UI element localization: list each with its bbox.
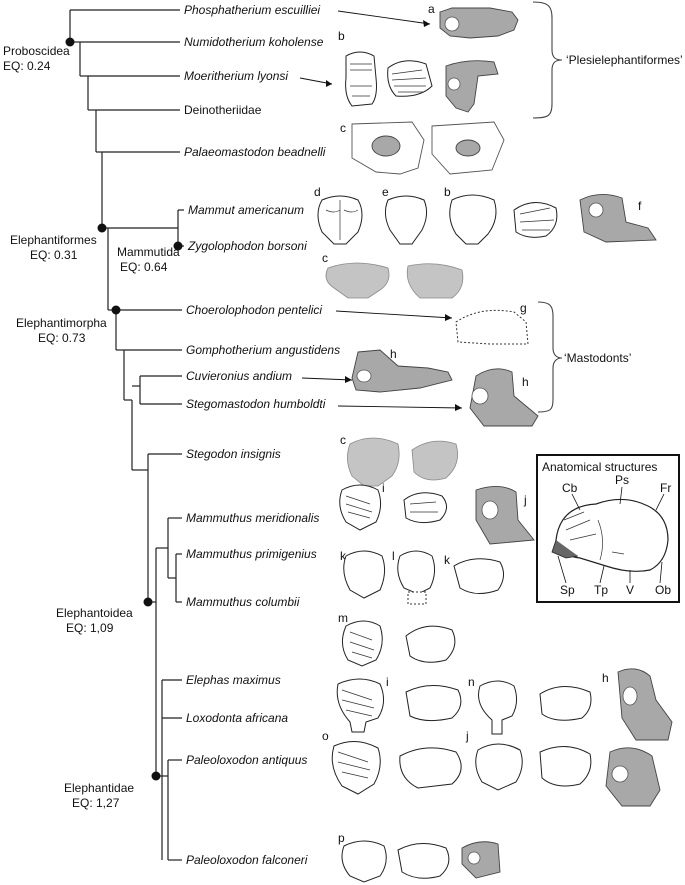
- panel-letter-b2: b: [444, 185, 451, 199]
- anatomy-label-ob: Ob: [655, 583, 671, 597]
- illustration-paleoloxodon-falconeri: p: [338, 831, 501, 883]
- illustration-mammuthus-meridionalis: i j: [339, 481, 535, 545]
- panel-letter-i2: i: [386, 675, 389, 689]
- clade-mammutida-eq: EQ: 0.64: [120, 260, 168, 274]
- clade-elephantoidea-eq: EQ: 1,09: [66, 621, 114, 635]
- taxon-label: Stegodon insignis: [186, 447, 281, 461]
- illustration-paleoloxodon-antiquus: o j: [322, 729, 661, 807]
- illustration-elephas: i n h: [336, 668, 673, 741]
- node-elephantidae: [151, 771, 161, 781]
- anatomy-label-tp: Tp: [594, 583, 608, 597]
- panel-letter-k2: k: [444, 553, 451, 567]
- taxon-label: Deinotheriidae: [184, 103, 262, 117]
- clade-elephantimorpha-name: Elephantimorpha: [16, 316, 107, 330]
- panel-letter-h: h: [390, 347, 397, 361]
- illustration-stegodon: c: [340, 433, 459, 487]
- illustration-c-1: c: [340, 121, 505, 175]
- taxon-label: Stegomastodon humboldti: [186, 397, 326, 411]
- mastodonts-brace: [537, 301, 563, 413]
- anatomical-structures-box: Anatomical structures Cb Ps Fr Sp Tp V O…: [536, 454, 680, 603]
- panel-letter-j2: j: [465, 729, 469, 743]
- clade-elephantiformes-name: Elephantiformes: [10, 233, 97, 247]
- taxon-label: Mammuthus meridionalis: [186, 511, 319, 525]
- taxon-label: Phosphatherium escuilliei: [184, 3, 320, 17]
- node-elephantoidea: [143, 597, 153, 607]
- clade-proboscidea-name: Proboscidea: [3, 44, 70, 58]
- illustration-cuvieronius: h: [351, 347, 453, 393]
- illustration-mammuthus-primigenius: k l k: [340, 549, 504, 605]
- taxon-label: Mammuthus primigenius: [186, 547, 317, 561]
- taxon-label: Gomphotherium angustidens: [186, 343, 340, 357]
- clade-elephantiformes-eq: EQ: 0.31: [30, 248, 78, 262]
- panel-letter-j: j: [523, 493, 527, 507]
- panel-letter-c3: c: [340, 433, 346, 447]
- panel-letter-l: l: [392, 549, 395, 563]
- taxon-label: Moeritherium lyonsi: [184, 69, 288, 83]
- pointer-arrows: [299, 10, 463, 411]
- plesielephantiformes-brace: [532, 1, 563, 119]
- panel-letter-m: m: [338, 611, 348, 625]
- panel-letter-c: c: [340, 121, 346, 135]
- clade-elephantoidea-name: Elephantoidea: [56, 606, 133, 620]
- mastodonts-label: ‘Mastodonts’: [564, 351, 631, 365]
- panel-letter-h3: h: [602, 671, 609, 685]
- illustration-choerolophodon: g: [455, 301, 529, 345]
- panel-letter-c2: c: [322, 251, 328, 265]
- taxon-label: Palaeomastodon beadnelli: [184, 145, 326, 159]
- taxon-label: Choerolophodon pentelici: [186, 303, 322, 317]
- illustration-mammuthus-columbii: m: [338, 611, 456, 667]
- illustration-a: a: [428, 2, 519, 39]
- panel-letter-a: a: [428, 2, 435, 16]
- panel-letter-k: k: [340, 549, 347, 563]
- anatomy-brain-drawing: [555, 498, 669, 572]
- panel-letter-h2: h: [522, 375, 529, 389]
- panel-letter-p: p: [338, 831, 345, 845]
- illustration-mammut: d e b f: [314, 185, 657, 245]
- taxon-label: Zygolophodon borsoni: [187, 239, 307, 253]
- taxon-label: Mammuthus columbii: [186, 595, 300, 609]
- illustration-zygolophodon: c: [322, 251, 464, 299]
- panel-letter-d: d: [314, 185, 321, 199]
- anatomy-label-fr: Fr: [660, 481, 671, 495]
- clade-elephantidae-eq: EQ: 1,27: [72, 796, 120, 810]
- anatomy-label-v: V: [626, 583, 634, 597]
- anatomy-label-cb: Cb: [562, 481, 578, 495]
- taxon-label: Loxodonta africana: [186, 711, 288, 725]
- panel-letter-n: n: [468, 675, 475, 689]
- illustration-b-1: b: [338, 29, 499, 113]
- illustration-stegomastodon: h: [469, 368, 539, 427]
- anatomy-label-ps: Ps: [615, 473, 629, 487]
- node-elephantimorpha: [111, 305, 121, 315]
- taxon-label: Numidotherium koholense: [184, 35, 324, 49]
- node-mammutida: [173, 241, 183, 251]
- panel-letter-e: e: [382, 185, 389, 199]
- clade-elephantidae-name: Elephantidae: [64, 781, 134, 795]
- taxon-label: Cuvieronius andium: [186, 369, 292, 383]
- clade-elephantimorpha-eq: EQ: 0.73: [38, 331, 86, 345]
- plesielephantiformes-label: ‘Plesielephantiformes’: [566, 53, 683, 67]
- taxon-label: Paleoloxodon antiquus: [186, 753, 307, 767]
- taxon-label: Mammut americanum: [188, 203, 304, 217]
- taxon-label: Elephas maximus: [186, 673, 281, 687]
- panel-letter-o: o: [322, 729, 329, 743]
- taxon-label: Paleoloxodon falconeri: [186, 853, 308, 867]
- panel-letter-b: b: [338, 29, 345, 43]
- node-elephantiformes: [97, 223, 107, 233]
- clade-mammutida-name: Mammutida: [117, 245, 180, 259]
- node-proboscidea: [65, 37, 75, 47]
- anatomy-title: Anatomical structures: [542, 460, 657, 474]
- panel-letter-i: i: [382, 481, 385, 495]
- clade-proboscidea-eq: EQ: 0.24: [3, 59, 51, 73]
- phylogenetic-tree: [69, 9, 184, 861]
- panel-letter-g: g: [520, 301, 527, 315]
- panel-letter-f: f: [638, 199, 642, 213]
- anatomy-label-sp: Sp: [560, 583, 575, 597]
